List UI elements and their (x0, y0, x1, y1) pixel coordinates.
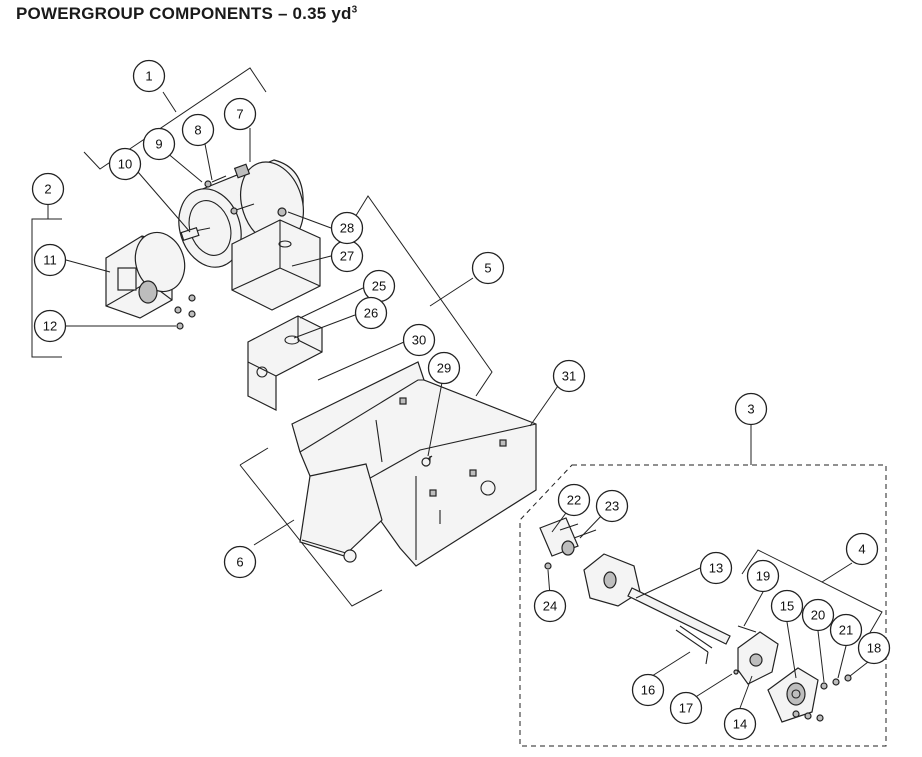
callout-24: 24 (533, 589, 567, 623)
callout-11: 11 (33, 243, 67, 277)
callout-23-number: 23 (605, 499, 619, 514)
callout-26: 26 (354, 296, 388, 330)
callout-18: 18 (857, 631, 891, 665)
motor-face-plate (178, 188, 242, 268)
callout-2-number: 2 (44, 182, 51, 197)
callout-19: 19 (746, 559, 780, 593)
callout-30: 30 (402, 323, 436, 357)
motor-mount-bracket (247, 315, 323, 411)
shaft-assembly (539, 517, 757, 665)
callout-8: 8 (181, 113, 215, 147)
group-5-bracket (351, 195, 493, 397)
callout-29-number: 29 (437, 361, 451, 376)
group-1-bracket (83, 67, 267, 170)
title-superscript: 3 (351, 4, 358, 16)
leader-lines (65, 128, 869, 709)
callout-1-number: 1 (145, 69, 152, 84)
callout-6-number: 6 (236, 555, 243, 570)
callout-3: 3 (734, 392, 768, 426)
motor-cover (231, 207, 321, 311)
callout-8-number: 8 (194, 123, 201, 138)
callout-23: 23 (595, 489, 629, 523)
motor-bolts (204, 175, 255, 215)
callout-31: 31 (552, 359, 586, 393)
callout-13: 13 (699, 551, 733, 585)
callout-18-number: 18 (867, 641, 881, 656)
group-brackets (31, 67, 887, 747)
callout-24-number: 24 (543, 599, 557, 614)
callout-25: 25 (362, 269, 396, 303)
callout-17-number: 17 (679, 701, 693, 716)
main-frame (291, 361, 537, 567)
callout-13-number: 13 (709, 561, 723, 576)
callout-14-number: 14 (733, 717, 747, 732)
callout-22-number: 22 (567, 493, 581, 508)
callout-31-number: 31 (562, 369, 576, 384)
callout-16-number: 16 (641, 683, 655, 698)
group-2-bracket (31, 218, 62, 358)
callout-28-number: 28 (340, 221, 354, 236)
callout-28: 28 (330, 211, 364, 245)
callout-2: 2 (31, 172, 65, 206)
callout-10-number: 10 (118, 157, 132, 172)
callout-12: 12 (33, 309, 67, 343)
group-6-bracket (239, 447, 383, 607)
title-text: POWERGROUP COMPONENTS – 0.35 yd (16, 4, 352, 23)
callout-19-number: 19 (756, 569, 770, 584)
callout-17: 17 (669, 691, 703, 725)
callout-9-number: 9 (155, 137, 162, 152)
callout-27-number: 27 (340, 249, 354, 264)
callout-15: 15 (770, 589, 804, 623)
group-3-dashed-box (519, 464, 887, 747)
callout-14: 14 (723, 707, 757, 741)
callout-4-number: 4 (858, 542, 865, 557)
callout-21: 21 (829, 613, 863, 647)
callout-7-number: 7 (236, 107, 243, 122)
callout-4: 4 (845, 532, 879, 566)
callout-20-number: 20 (811, 608, 825, 623)
parts-drawing (105, 159, 852, 723)
callout-11-number: 11 (43, 253, 57, 268)
callout-21-number: 21 (839, 623, 853, 638)
callout-30-number: 30 (412, 333, 426, 348)
diagram-title: POWERGROUP COMPONENTS – 0.35 yd3 (16, 4, 357, 24)
callout-5-number: 5 (484, 261, 491, 276)
gearbox (105, 231, 196, 330)
callout-22: 22 (557, 483, 591, 517)
group-4-bracket (741, 549, 883, 637)
callout-10: 10 (108, 147, 142, 181)
callout-27: 27 (330, 239, 364, 273)
callout-25-number: 25 (372, 279, 386, 294)
callout-12-number: 12 (43, 319, 57, 334)
callout-29: 29 (427, 351, 461, 385)
callout-7: 7 (223, 97, 257, 131)
callout-16: 16 (631, 673, 665, 707)
callout-5: 5 (471, 251, 505, 285)
callout-3-number: 3 (747, 402, 754, 417)
callout-6: 6 (223, 545, 257, 579)
bearing-assembly (733, 631, 852, 723)
callout-26-number: 26 (364, 306, 378, 321)
callout-9: 9 (142, 127, 176, 161)
callout-1: 1 (132, 59, 166, 93)
callout-20: 20 (801, 598, 835, 632)
callout-15-number: 15 (780, 599, 794, 614)
